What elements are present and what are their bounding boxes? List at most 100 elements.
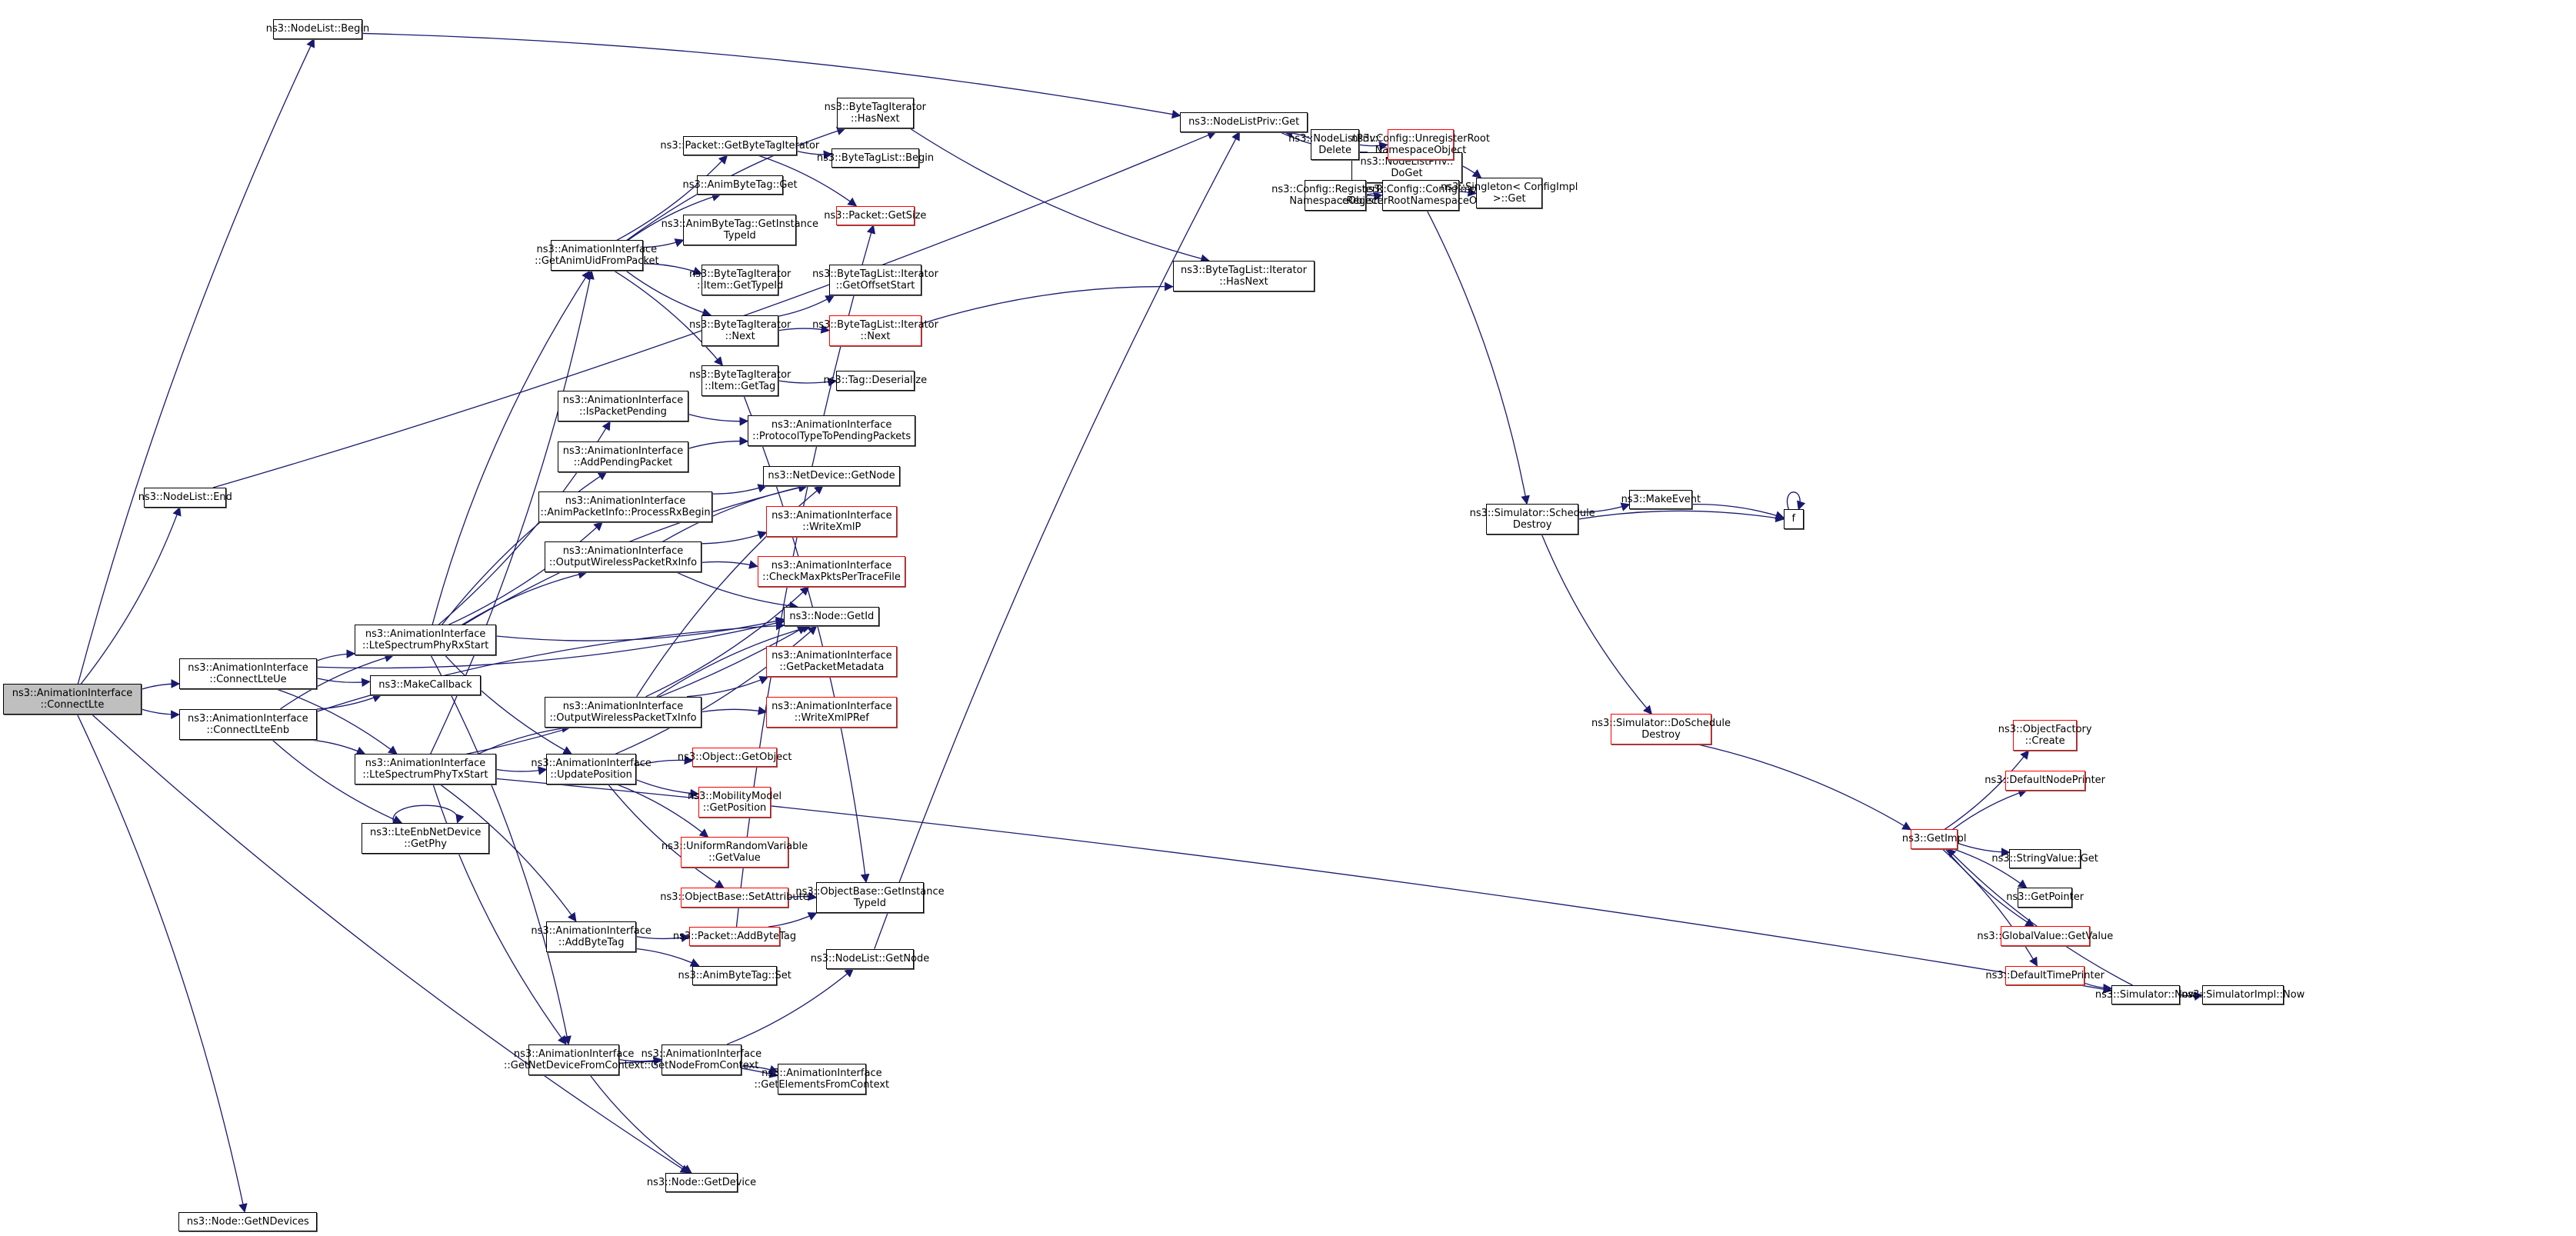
graph-node-object-getobject[interactable]: ns3::Object::GetObject (678, 747, 791, 767)
graph-node-rxstart[interactable]: ns3::AnimationInterface ::LteSpectrumPhy… (355, 625, 497, 656)
graph-node-ispacketpending[interactable]: ns3::AnimationInterface ::IsPacketPendin… (558, 391, 688, 422)
graph-node-getnodefromcontext[interactable]: ns3::AnimationInterface ::GetNodeFromCon… (642, 1044, 761, 1075)
graph-node-bytetagiterator-next[interactable]: ns3::ByteTagIterator ::Next (689, 315, 791, 346)
graph-edge-getbytetagiterator-to-packet-getsize (758, 155, 858, 207)
graph-edge-getphy-to-getphy (392, 805, 465, 824)
graph-node-label: ns3::Config::RegisterRoot NamespaceObjec… (1271, 183, 1399, 207)
graph-node-label: ns3::AnimationInterface ::ConnectLteEnb (188, 712, 308, 736)
graph-edge-rxstart-to-processrxbegin (448, 521, 603, 625)
graph-node-singleton-get[interactable]: ns3::Singleton< ConfigImpl >::Get (1441, 178, 1578, 208)
graph-edge-getanimuid-to-bytetagiterator-next (625, 270, 711, 317)
graph-edge-scheduledestroy-to-f (1578, 510, 1785, 523)
graph-node-connectlteue[interactable]: ns3::AnimationInterface ::ConnectLteUe (179, 658, 317, 689)
graph-node-packet-getsize[interactable]: ns3::Packet::GetSize (824, 205, 926, 225)
graph-node-addbytetag[interactable]: ns3::AnimationInterface ::AddByteTag (531, 921, 651, 952)
graph-node-defaultnodeprinter[interactable]: ns3::DefaultNodePrinter (1984, 771, 2105, 791)
graph-node-doscheduledestroy[interactable]: ns3::Simulator::DoSchedule Destroy (1591, 714, 1731, 745)
graph-node-makeevent[interactable]: ns3::MakeEvent (1621, 490, 1701, 510)
graph-node-makecallback[interactable]: ns3::MakeCallback (369, 675, 482, 695)
graph-node-packet-addbytetag[interactable]: ns3::Packet::AddByteTag (673, 927, 796, 947)
graph-node-label: ns3::DefaultTimePrinter (1985, 969, 2104, 981)
graph-node-protocoltype[interactable]: ns3::AnimationInterface ::ProtocolTypeTo… (748, 415, 916, 447)
graph-edge-connectlteue-to-makecallback (316, 678, 371, 688)
graph-node-getndevices[interactable]: ns3::Node::GetNDevices (178, 1211, 318, 1231)
graph-edge-rxstart-to-getanimuid (432, 270, 591, 625)
graph-node-configimpl-register[interactable]: ns3::Config::ConfigImpl ::RegisterRootNa… (1340, 179, 1501, 211)
graph-node-outputrxinfo[interactable]: ns3::AnimationInterface ::OutputWireless… (545, 541, 701, 573)
graph-node-setattribute[interactable]: ns3::ObjectBase::SetAttribute (660, 888, 809, 908)
graph-node-label: ns3::LteEnbNetDevice ::GetPhy (369, 826, 482, 850)
graph-node-simulatorimpl-now[interactable]: ns3::SimulatorImpl::Now (2181, 985, 2304, 1005)
graph-node-item-gettag[interactable]: ns3::ByteTagIterator ::Item::GetTag (689, 365, 791, 396)
graph-node-addpendingpacket[interactable]: ns3::AnimationInterface ::AddPendingPack… (558, 441, 688, 472)
graph-node-writexmlp[interactable]: ns3::AnimationInterface ::WriteXmlP (766, 505, 898, 537)
graph-node-label: ns3::Config::UnregisterRoot NamespaceObj… (1351, 133, 1490, 157)
graph-node-checkmaxpkts[interactable]: ns3::AnimationInterface ::CheckMaxPktsPe… (757, 556, 906, 587)
graph-node-getphy[interactable]: ns3::LteEnbNetDevice ::GetPhy (362, 822, 489, 854)
graph-node-getnetdevicefromcontext[interactable]: ns3::AnimationInterface ::GetNetDeviceFr… (504, 1044, 644, 1075)
graph-node-bytetagiterator-hasnext[interactable]: ns3::ByteTagIterator ::HasNext (825, 98, 926, 128)
graph-node-getpacketmetadata[interactable]: ns3::AnimationInterface ::GetPacketMetad… (766, 646, 898, 678)
graph-edge-packet-addbytetag-to-objectbase-getinstancetypeid (768, 912, 818, 928)
graph-node-config-register[interactable]: ns3::Config::RegisterRoot NamespaceObjec… (1271, 179, 1399, 211)
graph-node-simulator-now[interactable]: ns3::Simulator::Now (2095, 985, 2196, 1005)
graph-edge-updateposition-to-uniformrv-getvalue (617, 784, 709, 838)
graph-node-label: ns3::AnimByteTag::GetInstance TypeId (661, 218, 819, 242)
graph-node-globalvalue-getvalue[interactable]: ns3::GlobalValue::GetValue (1977, 926, 2113, 947)
graph-node-getelementsfromcontext[interactable]: ns3::AnimationInterface ::GetElementsFro… (755, 1064, 889, 1094)
graph-node-updateposition[interactable]: ns3::AnimationInterface ::UpdatePosition (531, 754, 651, 785)
graph-node-nodelistpriv-delete[interactable]: ns3::NodeListPriv:: Delete (1288, 128, 1381, 161)
graph-edge-txstart-to-getnetdevicefromcontext (432, 785, 567, 1045)
graph-node-txstart[interactable]: ns3::AnimationInterface ::LteSpectrumPhy… (355, 754, 496, 785)
graph-node-outputtxinfo[interactable]: ns3::AnimationInterface ::OutputWireless… (545, 696, 701, 728)
graph-node-getbytetagiterator[interactable]: ns3::Packet::GetByteTagIterator (660, 136, 819, 156)
graph-node-bytetaglist-begin[interactable]: ns3::ByteTagList::Begin (817, 148, 934, 168)
graph-node-nodelistpriv-get[interactable]: ns3::NodeListPriv::Get (1180, 112, 1308, 132)
graph-node-label: ns3::Singleton< ConfigImpl >::Get (1440, 182, 1578, 205)
graph-node-tag-deserialize[interactable]: ns3::Tag::Deserialize (824, 371, 927, 391)
graph-node-nodelist-getnode[interactable]: ns3::NodeList::GetNode (811, 948, 929, 969)
graph-node-item-gettypeid[interactable]: ns3::ByteTagIterator ::Item::GetTypeId (689, 265, 791, 296)
graph-node-getpointer[interactable]: ns3::GetPointer (2006, 888, 2084, 908)
graph-edge-iterator-next-to-iterator-hasnext (921, 282, 1174, 325)
graph-node-label: ns3::AnimationInterface ::UpdatePosition (531, 758, 651, 781)
graph-node-getimpl[interactable]: ns3::GetImpl (1902, 829, 1966, 849)
graph-node-processrxbegin[interactable]: ns3::AnimationInterface ::AnimPacketInfo… (538, 491, 712, 522)
graph-edge-getimpl-to-globalvalue-getvalue (1944, 848, 2034, 927)
graph-node-animbytetag-set[interactable]: ns3::AnimByteTag::Set (678, 965, 791, 985)
graph-node-node-getid[interactable]: ns3::Node::GetId (784, 607, 880, 627)
graph-edge-processrxbegin-to-netdevice-getnode (711, 484, 768, 495)
graph-edge-bytetagiterator-hasnext-to-iterator-hasnext (909, 128, 1210, 263)
graph-node-connectlteenb[interactable]: ns3::AnimationInterface ::ConnectLteEnb (178, 708, 317, 740)
graph-node-writexmlpref[interactable]: ns3::AnimationInterface ::WriteXmlPRef (766, 696, 898, 728)
graph-node-stringvalue-get[interactable]: ns3::StringValue::Get (1991, 848, 2098, 868)
graph-node-uniformrv-getvalue[interactable]: ns3::UniformRandomVariable ::GetValue (661, 837, 808, 868)
graph-node-objectfactory-create[interactable]: ns3::ObjectFactory ::Create (1998, 720, 2092, 751)
graph-node-animbytetag-get[interactable]: ns3::AnimByteTag::Get (682, 175, 798, 195)
graph-node-objectbase-getinstancetypeid[interactable]: ns3::ObjectBase::GetInstance TypeId (795, 882, 945, 913)
graph-node-config-unregister[interactable]: ns3::Config::UnregisterRoot NamespaceObj… (1351, 129, 1490, 161)
graph-node-node-getdevice[interactable]: ns3::Node::GetDevice (647, 1173, 756, 1193)
graph-node-f[interactable]: f (1784, 509, 1804, 529)
graph-edge-scheduledestroy-to-makeevent (1578, 502, 1631, 513)
graph-edge-rxstart-to-updateposition (445, 655, 573, 755)
graph-node-nodelist-begin[interactable]: ns3::NodeList::Begin (266, 18, 369, 39)
graph-node-label: ns3::GetImpl (1901, 833, 1967, 845)
graph-edge-getanimuid-to-item-gettypeid (642, 263, 703, 275)
graph-node-iterator-hasnext[interactable]: ns3::ByteTagList::Iterator ::HasNext (1172, 261, 1315, 292)
graph-node-animbytetag-getinstancetypeid[interactable]: ns3::AnimByteTag::GetInstance TypeId (661, 215, 818, 245)
graph-node-label: ns3::ByteTagIterator ::Next (688, 318, 791, 342)
graph-node-scheduledestroy[interactable]: ns3::Simulator::Schedule Destroy (1470, 504, 1595, 535)
graph-node-mobility-getposition[interactable]: ns3::MobilityModel ::GetPosition (688, 787, 781, 818)
graph-node-defaulttimeprinter[interactable]: ns3::DefaultTimePrinter (1985, 965, 2104, 985)
graph-node-netdevice-getnode[interactable]: ns3::NetDevice::GetNode (763, 466, 900, 486)
graph-node-label: ns3::Simulator::DoSchedule Destroy (1591, 718, 1731, 741)
graph-node-iterator-next[interactable]: ns3::ByteTagList::Iterator ::Next (812, 315, 938, 346)
graph-node-nodelist-end[interactable]: ns3::NodeList::End (138, 488, 232, 508)
graph-node-label: ns3::StringValue::Get (1991, 852, 2098, 865)
graph-node-getanimuid[interactable]: ns3::AnimationInterface ::GetAnimUidFrom… (535, 240, 659, 272)
graph-edge-setattribute-to-objectbase-getinstancetypeid (788, 891, 818, 901)
graph-edge-doscheduledestroy-to-getimpl (1699, 744, 1912, 831)
graph-node-iterator-getoffsetstart[interactable]: ns3::ByteTagList::Iterator ::GetOffsetSt… (812, 265, 938, 296)
graph-edge-getimpl-to-defaulttimeprinter (1941, 848, 2038, 967)
